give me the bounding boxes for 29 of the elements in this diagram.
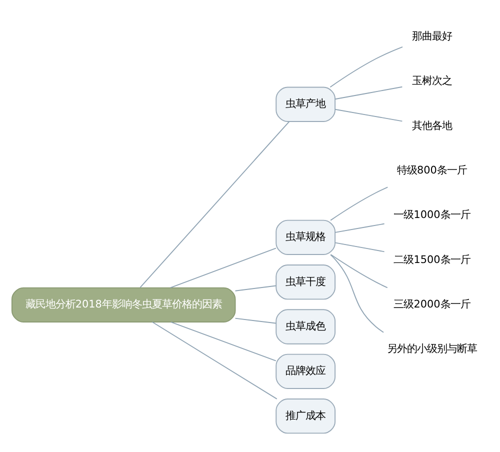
connector [334, 86, 403, 100]
node-box: 虫草干度 [276, 264, 336, 300]
node-box: 虫草产地 [276, 86, 336, 122]
connector [334, 242, 385, 252]
connector [234, 317, 276, 324]
connector [334, 222, 385, 232]
node-text: 玉树次之 [412, 74, 452, 87]
node-box: 推广成本 [276, 398, 336, 434]
connector [140, 120, 290, 288]
node-box: 藏民地分析2018年影响冬虫夏草价格的因素 [11, 286, 236, 322]
node-text: 另外的小级别与断草 [386, 342, 477, 355]
connector [330, 46, 403, 88]
connector [330, 254, 388, 288]
connector [234, 284, 276, 291]
node-box: 品牌效应 [276, 353, 336, 389]
node-box: 虫草规格 [276, 219, 336, 254]
connector [170, 247, 276, 288]
connector [330, 186, 388, 220]
node-text: 特级800条一斤 [397, 164, 467, 176]
connector [330, 254, 384, 332]
node-box: 虫草成色 [276, 308, 336, 344]
connector [152, 321, 278, 399]
connector [170, 321, 276, 361]
node-text: 一级1000条一斤 [394, 208, 470, 221]
connector [334, 108, 403, 122]
node-text: 二级1500条一斤 [394, 253, 470, 266]
node-text: 其他各地 [412, 119, 452, 132]
node-text: 三级2000条一斤 [394, 298, 470, 310]
node-text: 那曲最好 [412, 30, 452, 42]
